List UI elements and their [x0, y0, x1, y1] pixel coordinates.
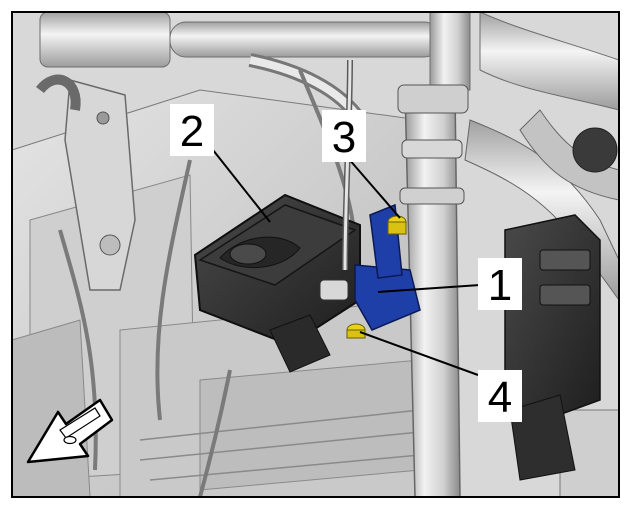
- callout-2-label: 2: [180, 107, 204, 156]
- callout-3-label: 3: [332, 113, 356, 162]
- callout-3: 3: [322, 110, 366, 162]
- leader-4: [359, 331, 479, 376]
- callout-2: 2: [170, 104, 214, 156]
- connector-module: [504, 214, 601, 481]
- sensor-unit: [193, 193, 361, 373]
- upper-pipes: [39, 11, 620, 125]
- bolt-lower: [346, 323, 366, 339]
- callout-1: 1: [478, 258, 522, 310]
- leader-1: [377, 284, 481, 293]
- vertical-hose: [397, 84, 469, 498]
- leader-lines: [212, 149, 481, 376]
- callout-1-label: 1: [488, 261, 512, 310]
- leader-3: [347, 157, 401, 219]
- leader-2: [212, 149, 271, 223]
- frame-border: [11, 11, 620, 498]
- vehicle-forward-arrow-icon: [26, 398, 114, 464]
- bolt-upper: [387, 215, 407, 235]
- callout-4: 4: [478, 370, 522, 422]
- left-bracket: [36, 74, 136, 291]
- callout-4-label: 4: [488, 373, 512, 422]
